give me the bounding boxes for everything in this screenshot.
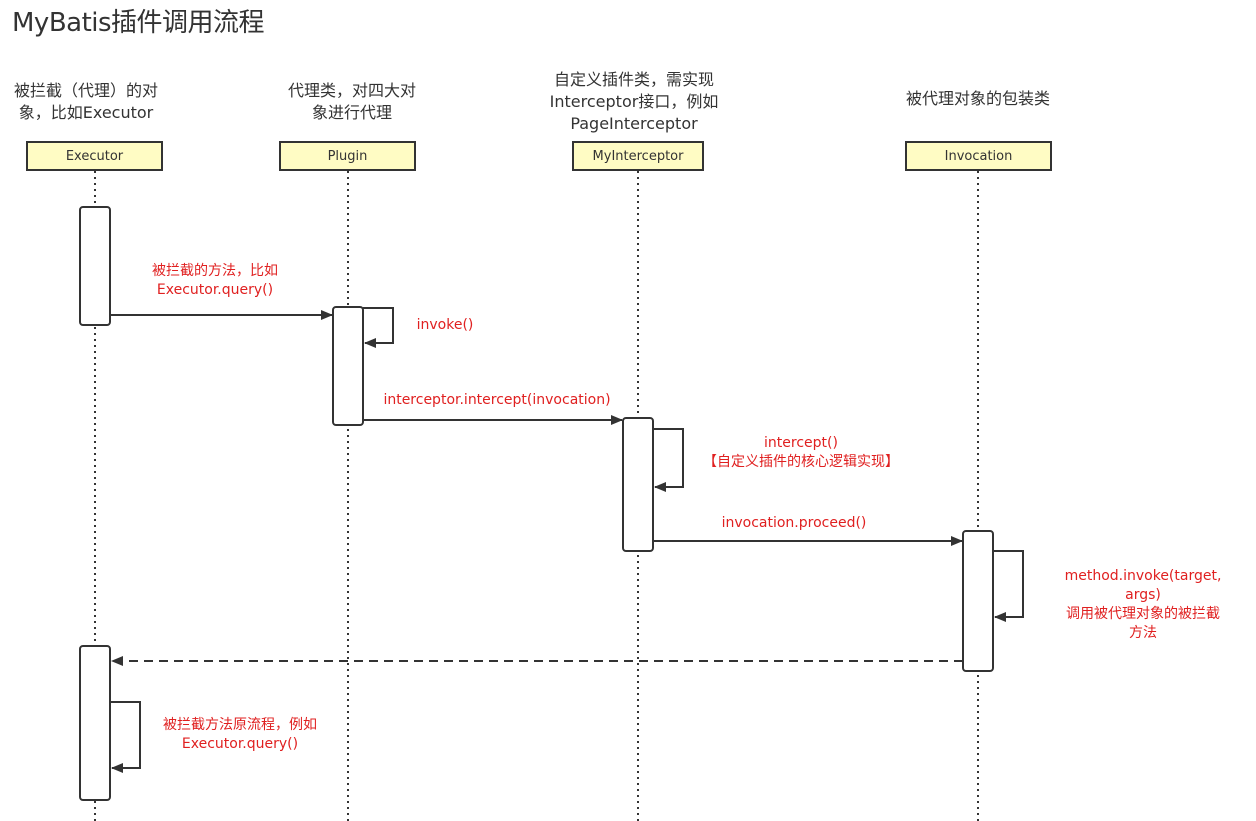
message-label-myinterceptor-intercept: intercept() 【自定义插件的核心逻辑实现】 bbox=[703, 435, 899, 470]
participant-description-plugin: 代理类，对四大对 象进行代理 bbox=[287, 81, 417, 122]
message-label-invocation-method-invoke: method.invoke(target, args) 调用被代理对象的被拦截方… bbox=[1064, 568, 1222, 641]
activation-plugin bbox=[332, 306, 364, 426]
participant-description-invocation: 被代理对象的包装类 bbox=[905, 89, 1051, 108]
participant-plugin: Plugin bbox=[279, 141, 416, 171]
self-arrow-invocation-method-invoke bbox=[993, 550, 1024, 622]
participant-name: MyInterceptor bbox=[592, 148, 684, 164]
activation-executor-2 bbox=[79, 645, 111, 801]
participant-description-myinterceptor: 自定义插件类，需实现 Interceptor接口，例如 PageIntercep… bbox=[549, 70, 719, 133]
participant-invocation: Invocation bbox=[905, 141, 1052, 171]
participant-name: Invocation bbox=[944, 148, 1013, 164]
self-arrow-plugin-invoke bbox=[363, 307, 394, 348]
message-label-executor-to-plugin: 被拦截的方法，比如 Executor.query() bbox=[152, 263, 278, 298]
diagram-title: MyBatis插件调用流程 bbox=[12, 8, 265, 38]
participant-name: Executor bbox=[65, 148, 124, 164]
message-label-myinterceptor-to-invocation: invocation.proceed() bbox=[721, 515, 867, 531]
message-label-plugin-invoke: invoke() bbox=[416, 317, 474, 333]
message-label-plugin-to-myinterceptor: interceptor.intercept(invocation) bbox=[383, 392, 611, 408]
participant-myinterceptor: MyInterceptor bbox=[572, 141, 704, 171]
participant-description-executor: 被拦截（代理）的对 象，比如Executor bbox=[13, 81, 159, 122]
message-label-executor-original-flow: 被拦截方法原流程，例如 Executor.query() bbox=[163, 717, 317, 752]
self-arrow-myinterceptor-intercept bbox=[653, 428, 684, 492]
activation-myinterceptor bbox=[622, 417, 654, 552]
self-arrow-executor-original-flow bbox=[110, 701, 141, 773]
activation-invocation bbox=[962, 530, 994, 672]
participant-name: Plugin bbox=[327, 148, 368, 164]
activation-executor-1 bbox=[79, 206, 111, 326]
participant-executor: Executor bbox=[26, 141, 163, 171]
